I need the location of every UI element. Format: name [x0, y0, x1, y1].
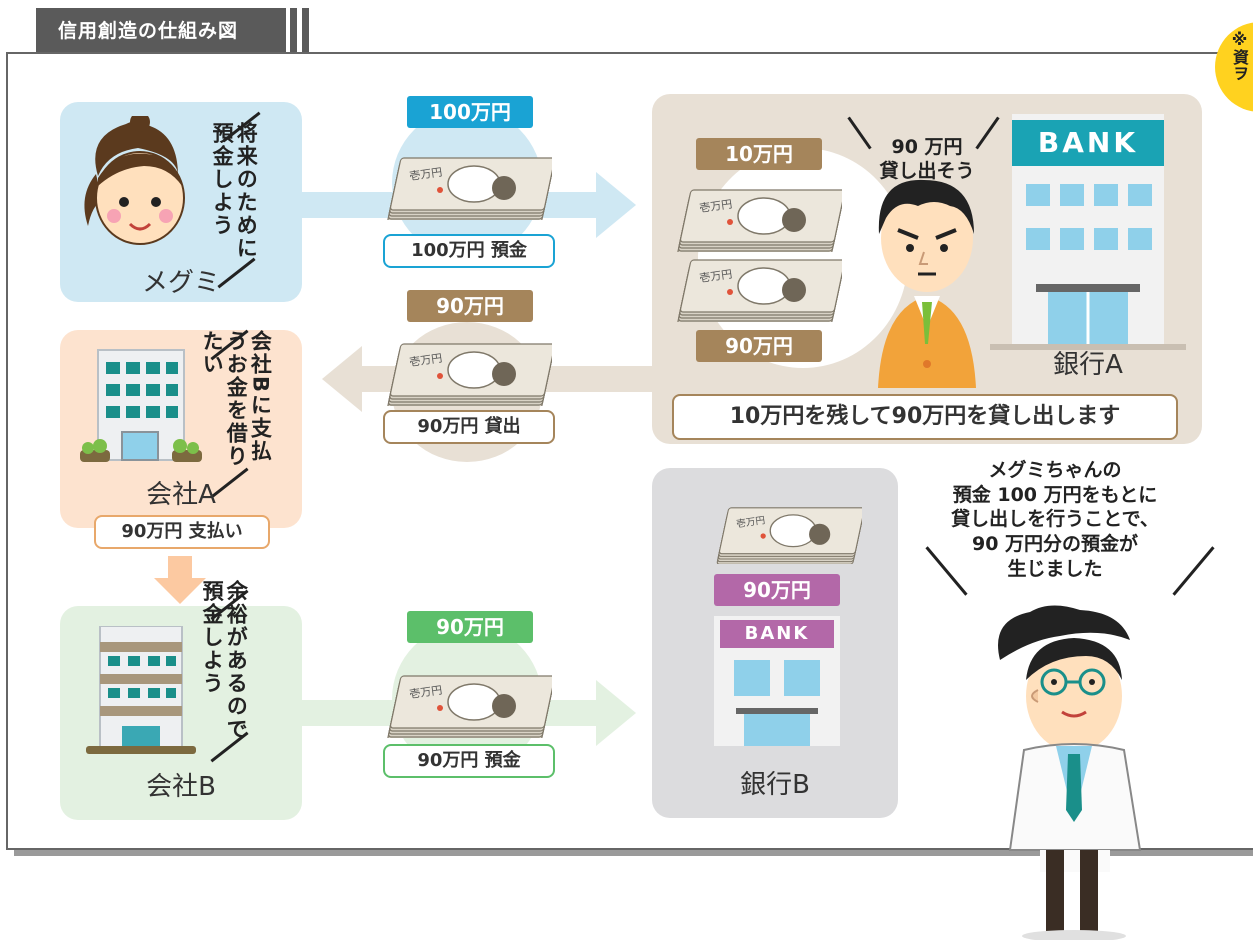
bank-b-label: 銀行B	[740, 770, 810, 800]
loan-pill: 90万円	[696, 330, 822, 362]
amount-pill: 90万円	[407, 290, 533, 322]
megumi-panel: 将来のために預金しよう メグミ	[60, 102, 302, 302]
banknote-stack-icon: 壱万円	[677, 189, 842, 252]
company-a-building-icon	[80, 349, 202, 462]
bank-a-sign: BANK	[1012, 120, 1164, 166]
company-a-thought: 会社Bに支払うお金を借りたい	[200, 330, 273, 468]
banknote-stack-icon: 壱万円	[716, 507, 862, 564]
company-b-thought: 余裕があるので預金しよう	[200, 580, 249, 741]
tab-stripe	[302, 8, 309, 54]
svg-text:壱万円: 壱万円	[698, 197, 733, 215]
svg-text:壱万円: 壱万円	[408, 683, 443, 701]
deposit-box: 90万円 預金	[383, 744, 555, 778]
bank-a-base	[990, 344, 1186, 350]
right-arrow-head	[596, 680, 636, 746]
deposit-box: 100万円 預金	[383, 234, 555, 268]
tab-stripe	[290, 8, 297, 54]
corner-badge-text: ※資ヲ	[1230, 30, 1249, 81]
svg-text:壱万円: 壱万円	[698, 267, 733, 285]
bank-b-sign: BANK	[720, 620, 834, 648]
bank-b-amount-pill: 90万円	[714, 574, 840, 606]
company-a-panel: 会社Bに支払うお金を借りたい 会社A	[60, 329, 302, 528]
diagram-title-tab: 信用創造の仕組み図	[36, 8, 286, 54]
amount-pill: 100万円	[407, 96, 533, 128]
banker-speech: 90 万円 貸し出そう	[879, 136, 975, 182]
company-a-label: 会社A	[146, 480, 216, 510]
megumi-label: メグミ	[141, 268, 220, 298]
banker-figure	[878, 179, 976, 388]
svg-text:壱万円: 壱万円	[408, 165, 443, 183]
banknote-stack-icon: 壱万円	[677, 259, 842, 322]
payment-box: 90万円 支払い	[94, 515, 270, 549]
professor-speech: メグミちゃんの 預金 100 万円をもとに 貸し出しを行うことで、 90 万円分…	[951, 459, 1159, 580]
company-b-panel: 余裕があるので預金しよう 会社B	[60, 580, 302, 820]
banknote-stack-icon: 壱万円	[387, 157, 552, 220]
company-b-building-icon	[86, 626, 196, 754]
loan-box: 90万円 貸出	[383, 410, 555, 444]
professor-figure	[998, 605, 1142, 940]
banknote-stack-icon: 壱万円	[387, 675, 552, 738]
right-arrow-head	[596, 172, 636, 238]
reserve-pill: 10万円	[696, 138, 822, 170]
bank-a-panel: 10万円 90万円 BANK 銀行A 90 万円 貸し出そう	[652, 94, 1202, 444]
megumi-avatar	[84, 116, 185, 245]
megumi-thought: 将来のために預金しよう	[210, 122, 259, 260]
bank-b-windows	[734, 660, 820, 746]
svg-text:壱万円: 壱万円	[408, 351, 443, 369]
bank-a-caption: 10万円を残して90万円を貸し出します	[672, 394, 1178, 440]
left-arrow-head	[322, 346, 362, 412]
bank-b-building: BANK	[714, 616, 840, 746]
svg-text:壱万円: 壱万円	[735, 513, 766, 530]
banknote-stack-icon: 壱万円	[387, 343, 552, 406]
bank-a-building: BANK	[1012, 114, 1164, 344]
amount-pill: 90万円	[407, 611, 533, 643]
company-b-label: 会社B	[146, 772, 216, 802]
bank-a-label: 銀行A	[1053, 350, 1123, 380]
diagram-title: 信用創造の仕組み図	[58, 20, 239, 42]
frame-shadow	[14, 850, 1253, 856]
bank-a-windows	[1026, 184, 1152, 344]
down-arrow	[154, 556, 206, 604]
